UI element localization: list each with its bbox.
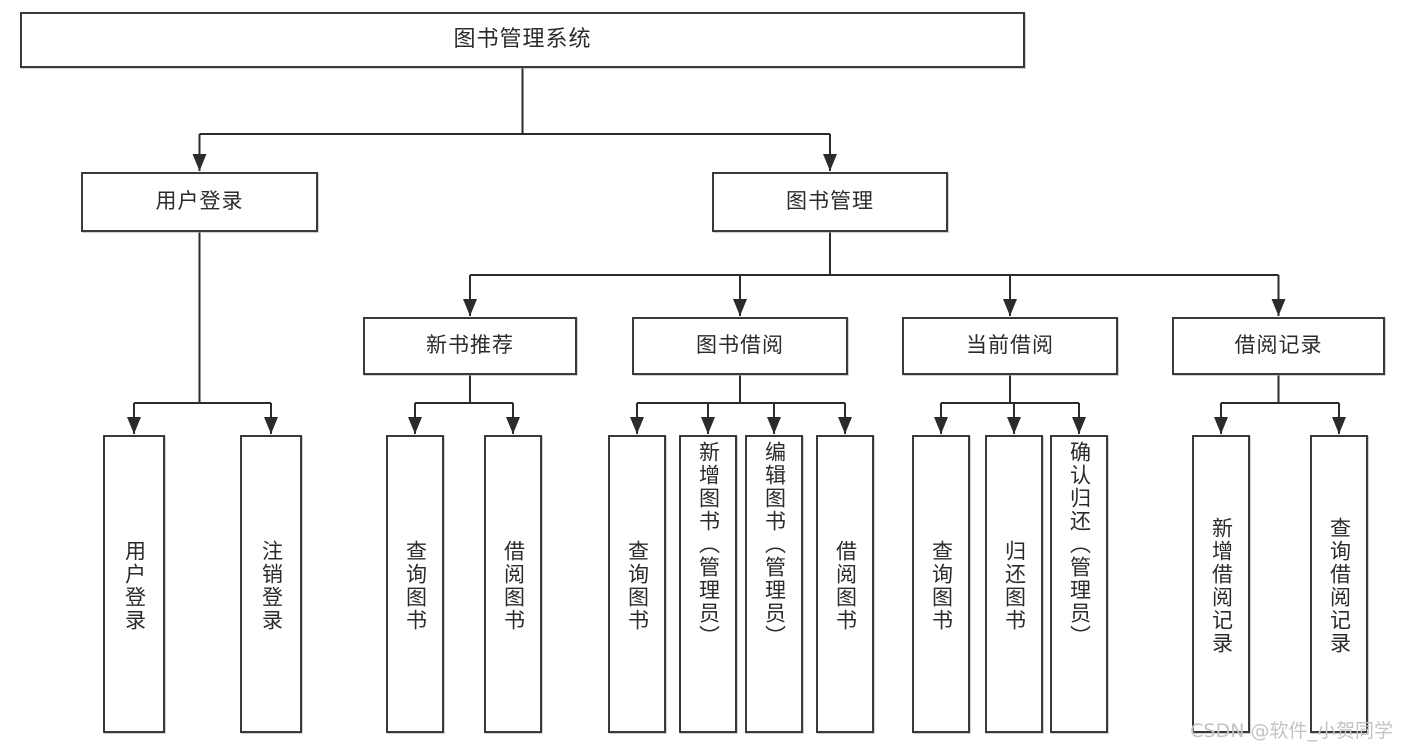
arrowhead-icon — [463, 299, 477, 316]
node-label: 新书推荐 — [426, 333, 514, 358]
arrowhead-icon — [1007, 417, 1021, 434]
category-node: 图书借阅 — [632, 317, 848, 375]
leaf-node: 借阅图书 — [816, 435, 874, 733]
arrowhead-icon — [1072, 417, 1086, 434]
arrowhead-icon — [127, 417, 141, 434]
category-node: 借阅记录 — [1172, 317, 1385, 375]
node-label: 查询借阅记录 — [1327, 517, 1352, 655]
arrowhead-icon — [934, 417, 948, 434]
node-label: 借阅图书 — [501, 540, 526, 632]
leaf-node: 新增借阅记录 — [1192, 435, 1250, 733]
arrowhead-icon — [701, 417, 715, 434]
arrowhead-icon — [1003, 299, 1017, 316]
watermark-label: CSDN @软件_小贺同学 — [1190, 720, 1393, 742]
node-label: 归还图书 — [1002, 540, 1027, 632]
node-label: 借阅记录 — [1234, 333, 1323, 358]
node-label: 查询图书 — [929, 540, 954, 632]
node-label: 图书借阅 — [696, 333, 784, 358]
node-label: 借阅图书 — [833, 540, 858, 632]
node-label: 图书管理系统 — [453, 26, 592, 52]
node-label: 新增图书（管理员） — [696, 441, 721, 648]
category-node: 新书推荐 — [363, 317, 577, 375]
arrowhead-icon — [1271, 299, 1286, 316]
arrowhead-icon — [630, 417, 644, 434]
node-label: 用户登录 — [122, 540, 147, 632]
node-label: 当前借阅 — [966, 333, 1054, 358]
root-node: 图书管理系统 — [20, 12, 1025, 68]
arrowhead-icon — [264, 417, 278, 434]
leaf-node: 查询图书 — [608, 435, 666, 733]
node-label: 确认归还（管理员） — [1067, 441, 1092, 648]
branch-node: 图书管理 — [712, 172, 948, 232]
category-node: 当前借阅 — [902, 317, 1118, 375]
arrowhead-icon — [767, 417, 781, 434]
arrowhead-icon — [192, 154, 207, 171]
leaf-node: 查询图书 — [912, 435, 970, 733]
leaf-node: 编辑图书（管理员） — [745, 435, 803, 733]
node-label: 新增借阅记录 — [1209, 517, 1234, 655]
node-label: 查询图书 — [625, 540, 650, 632]
arrowhead-icon — [1332, 417, 1346, 434]
branch-node: 用户登录 — [81, 172, 318, 232]
arrowhead-icon — [1214, 417, 1228, 434]
node-label: 用户登录 — [155, 189, 244, 214]
node-label: 图书管理 — [786, 189, 874, 214]
arrowhead-icon — [733, 299, 747, 316]
leaf-node: 用户登录 — [103, 435, 165, 733]
arrowhead-icon — [408, 417, 422, 434]
leaf-node: 注销登录 — [240, 435, 302, 733]
leaf-node: 查询图书 — [386, 435, 444, 733]
arrowhead-icon — [823, 154, 837, 171]
arrowhead-icon — [838, 417, 852, 434]
leaf-node: 确认归还（管理员） — [1050, 435, 1108, 733]
leaf-node: 借阅图书 — [484, 435, 542, 733]
leaf-node: 新增图书（管理员） — [679, 435, 737, 733]
node-label: 注销登录 — [259, 540, 284, 632]
node-label: 编辑图书（管理员） — [762, 441, 787, 648]
leaf-node: 查询借阅记录 — [1310, 435, 1368, 733]
leaf-node: 归还图书 — [985, 435, 1043, 733]
node-label: 查询图书 — [403, 540, 428, 632]
arrowhead-icon — [506, 417, 520, 434]
